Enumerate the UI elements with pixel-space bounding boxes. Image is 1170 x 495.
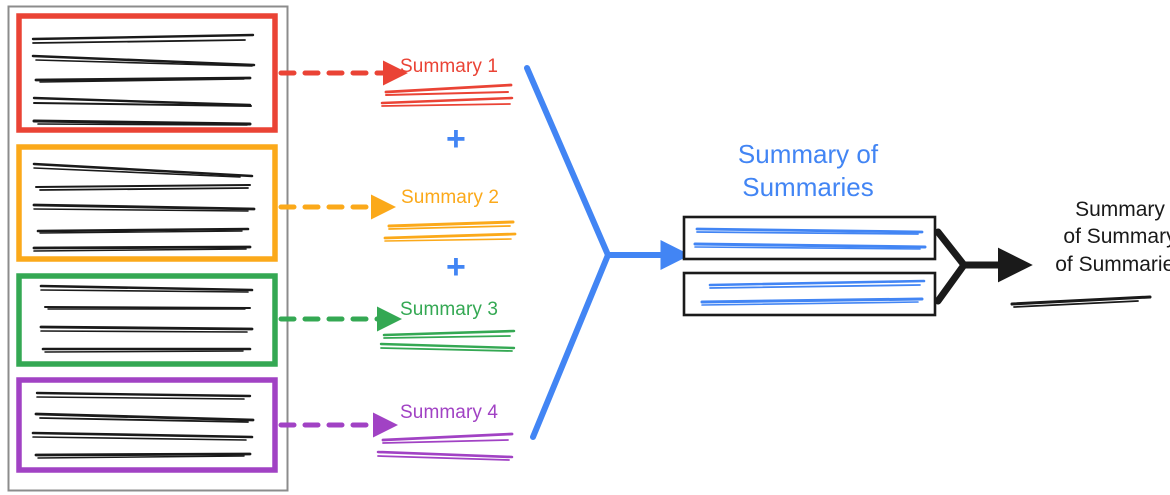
sos-box-1[interactable] [682, 215, 937, 261]
document-group-red[interactable] [16, 13, 278, 133]
final-output-title-line-3: of Summaries [1055, 252, 1170, 276]
sos-box-2-border [682, 271, 937, 317]
plus-operator-2: + [446, 248, 466, 286]
document-group-red-border [16, 13, 278, 133]
summary-4-lines [376, 432, 514, 461]
summary-2-lines [383, 220, 517, 242]
document-collection-border [7, 5, 289, 492]
final-output-title: Summary of Summary of Summaries [1020, 196, 1170, 278]
summary-3-lines [379, 329, 516, 352]
document-group-orange[interactable] [16, 144, 278, 262]
black-merge-arrow [934, 228, 1033, 305]
document-group-orange-border [16, 144, 278, 262]
summary-of-summaries-title: Summary of Summaries [668, 138, 948, 205]
final-output-lines [1010, 295, 1152, 308]
summary-1-label: Summary 1 [400, 56, 499, 77]
document-group-red-lines [31, 33, 256, 126]
summary-2-label: Summary 2 [401, 187, 500, 208]
sos-box-1-lines [693, 227, 927, 250]
document-group-green[interactable] [16, 273, 278, 367]
document-group-orange-lines [32, 162, 256, 252]
final-output-title-line-2: of Summary [1063, 225, 1170, 249]
document-group-purple-lines [31, 391, 255, 459]
summary-of-summaries-title-line-1: Summary of [737, 139, 879, 169]
summary-3-label: Summary 3 [400, 299, 499, 320]
summary-1-lines [380, 83, 514, 107]
sos-box-2-lines [700, 279, 926, 306]
plus-operator-1: + [446, 120, 466, 158]
summary-4-label: Summary 4 [400, 402, 499, 423]
document-group-purple[interactable] [16, 377, 278, 473]
sos-box-1-border [682, 215, 937, 261]
final-output-title-line-1: Summary [1075, 198, 1165, 221]
blue-merge-arrow [524, 65, 691, 440]
document-group-green-lines [39, 284, 254, 353]
summary-of-summaries-title-line-2: Summaries [742, 172, 874, 203]
sos-box-2[interactable] [682, 271, 937, 317]
